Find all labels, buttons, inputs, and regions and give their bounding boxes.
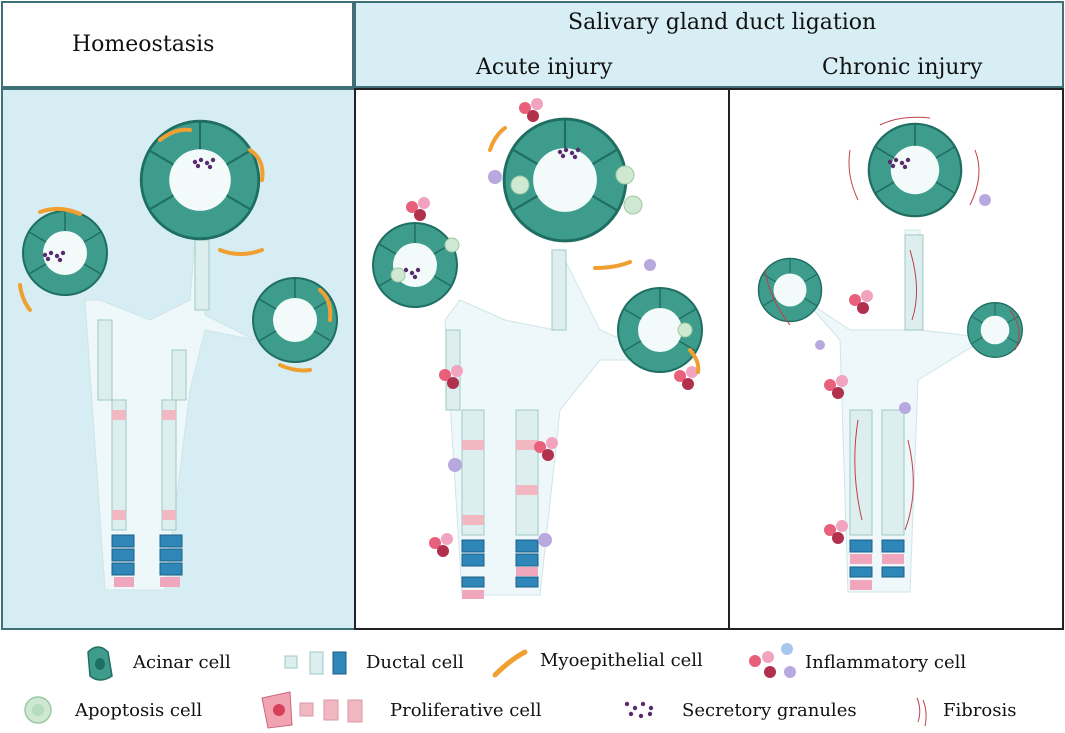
acute-title: Acute injury (476, 55, 613, 80)
legend-proliferative-label: Proliferative cell (390, 700, 542, 721)
fibrosis-icon (916, 697, 927, 727)
legend-granules-label: Secretory granules (682, 700, 857, 721)
ductal-cell-icon (284, 655, 298, 669)
secretory-granules-icon (624, 701, 654, 719)
legend-fibrosis-label: Fibrosis (943, 700, 1017, 721)
legend-acinar-label: Acinar cell (133, 652, 231, 673)
proliferative-cell-icon (261, 691, 363, 729)
ligation-title: Salivary gland duct ligation (568, 10, 877, 35)
legend-apoptosis-label: Apoptosis cell (75, 700, 203, 721)
myoepithelial-cell-icon (492, 649, 528, 678)
homeostasis-gland (18, 119, 338, 591)
legend-icons (24, 643, 927, 729)
homeostasis-title: Homeostasis (72, 32, 215, 57)
ligation-header-box (354, 1, 1064, 88)
chronic-title: Chronic injury (822, 55, 983, 80)
homeostasis-header-box (1, 1, 354, 88)
apoptosis-cell-icon (24, 696, 52, 724)
legend-ductal-label: Ductal cell (366, 652, 464, 673)
acute-gland (372, 98, 703, 599)
legend-myoepithelial-label: Myoepithelial cell (540, 650, 703, 671)
chronic-gland (757, 116, 1023, 593)
inflammatory-cell-icon (749, 643, 796, 678)
legend-inflammatory-label: Inflammatory cell (805, 652, 967, 673)
